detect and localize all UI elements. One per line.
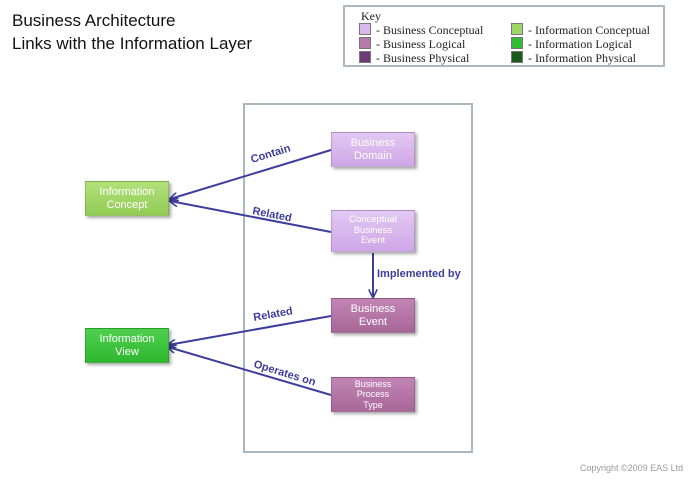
legend-label: - Information Physical — [528, 51, 636, 65]
legend-swatch — [359, 23, 371, 35]
title-line-2: Links with the Information Layer — [12, 34, 253, 53]
link-related-1 — [170, 201, 332, 233]
link-operates-on — [168, 347, 332, 396]
legend-label: - Information Conceptual — [528, 23, 650, 37]
link-label-implemented-by: Implemented by — [377, 268, 462, 280]
legend-item-information-logical: - Information Logical — [511, 37, 632, 52]
legend-item-business-conceptual: - Business Conceptual — [359, 23, 483, 38]
link-label-operates-on: Operates on — [252, 358, 317, 388]
business-layer-box — [243, 103, 473, 453]
node-label: Information Concept — [99, 185, 155, 211]
legend-swatch — [511, 51, 523, 63]
node-conceptual-business-event[interactable]: Conceptual Business Event — [331, 210, 415, 252]
node-information-view[interactable]: Information View — [85, 328, 169, 363]
link-contain — [170, 149, 332, 199]
legend-item-business-physical: - Business Physical — [359, 51, 469, 66]
node-business-process-type[interactable]: Business Process Type — [331, 377, 415, 412]
link-related-2 — [168, 315, 332, 345]
legend-swatch — [511, 23, 523, 35]
legend-swatch — [359, 37, 371, 49]
legend-item-information-conceptual: - Information Conceptual — [511, 23, 650, 38]
node-information-concept[interactable]: Information Concept — [85, 181, 169, 216]
node-label: Business Process Type — [354, 378, 392, 410]
legend-swatch — [359, 51, 371, 63]
node-label: Business Event — [350, 302, 396, 328]
link-label-contain: Contain — [249, 142, 292, 166]
legend-label: - Business Conceptual — [376, 23, 484, 37]
legend-label: - Business Physical — [376, 51, 470, 65]
legend-title: Key — [361, 9, 381, 23]
legend-label: - Business Logical — [376, 37, 466, 51]
node-label: Conceptual Business Event — [348, 213, 398, 247]
legend-item-business-logical: - Business Logical — [359, 37, 465, 52]
node-label: Business Domain — [350, 136, 396, 162]
legend-swatch — [511, 37, 523, 49]
legend-label: - Information Logical — [528, 37, 632, 51]
copyright: Copyright ©2009 EAS Ltd — [580, 463, 684, 473]
title-line-1: Business Architecture — [12, 11, 176, 30]
node-business-event[interactable]: Business Event — [331, 298, 415, 333]
link-label-related-2: Related — [252, 305, 293, 324]
node-business-domain[interactable]: Business Domain — [331, 132, 415, 167]
node-label: Information View — [99, 332, 155, 358]
legend: Key - Business Conceptual - Business Log… — [343, 5, 665, 67]
legend-item-information-physical: - Information Physical — [511, 51, 636, 66]
